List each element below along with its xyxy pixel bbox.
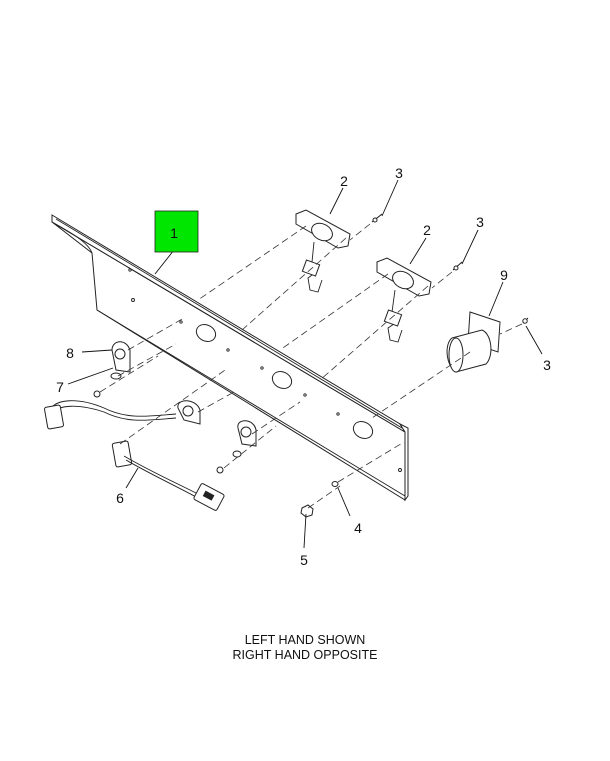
leader-lines [67, 179, 543, 549]
grommet-left [93, 341, 131, 398]
callout-7[interactable]: 7 [56, 379, 64, 395]
grommet-center [177, 400, 201, 425]
caption-line-1: LEFT HAND SHOWN [244, 633, 366, 647]
screw-right [522, 317, 529, 324]
caption-line-2: RIGHT HAND OPPOSITE [232, 648, 378, 662]
callout-6[interactable]: 6 [116, 490, 124, 506]
screw-upper [371, 213, 383, 223]
callout-3-upper[interactable]: 3 [395, 165, 403, 181]
marker-lamp-upper [295, 209, 351, 293]
mounting-panel [51, 214, 409, 502]
callout-8[interactable]: 8 [66, 345, 74, 361]
callout-9[interactable]: 9 [500, 267, 508, 283]
washer [331, 481, 339, 487]
diagram-caption: LEFT HAND SHOWN RIGHT HAND OPPOSITE [0, 633, 610, 663]
screw-middle [452, 261, 463, 271]
panel-cutout-2 [271, 371, 293, 389]
callout-2-upper[interactable]: 2 [340, 173, 348, 189]
grommet-lower [216, 420, 257, 474]
callout-5[interactable]: 5 [300, 552, 308, 568]
panel-cutout-3 [352, 421, 374, 439]
lamp-bezel [446, 311, 501, 373]
highlight-box-item-1[interactable] [154, 210, 199, 253]
wiring-harness [44, 400, 225, 511]
callout-4[interactable]: 4 [354, 520, 362, 536]
callout-2-lower[interactable]: 2 [423, 222, 431, 238]
panel-cutout-1 [195, 324, 217, 342]
marker-lamp-lower [376, 257, 432, 343]
assembly-lines [99, 223, 523, 509]
callout-3-right[interactable]: 3 [543, 357, 551, 373]
callout-3-middle[interactable]: 3 [476, 214, 484, 230]
callout-1[interactable]: 1 [170, 225, 178, 241]
nut [300, 504, 314, 518]
